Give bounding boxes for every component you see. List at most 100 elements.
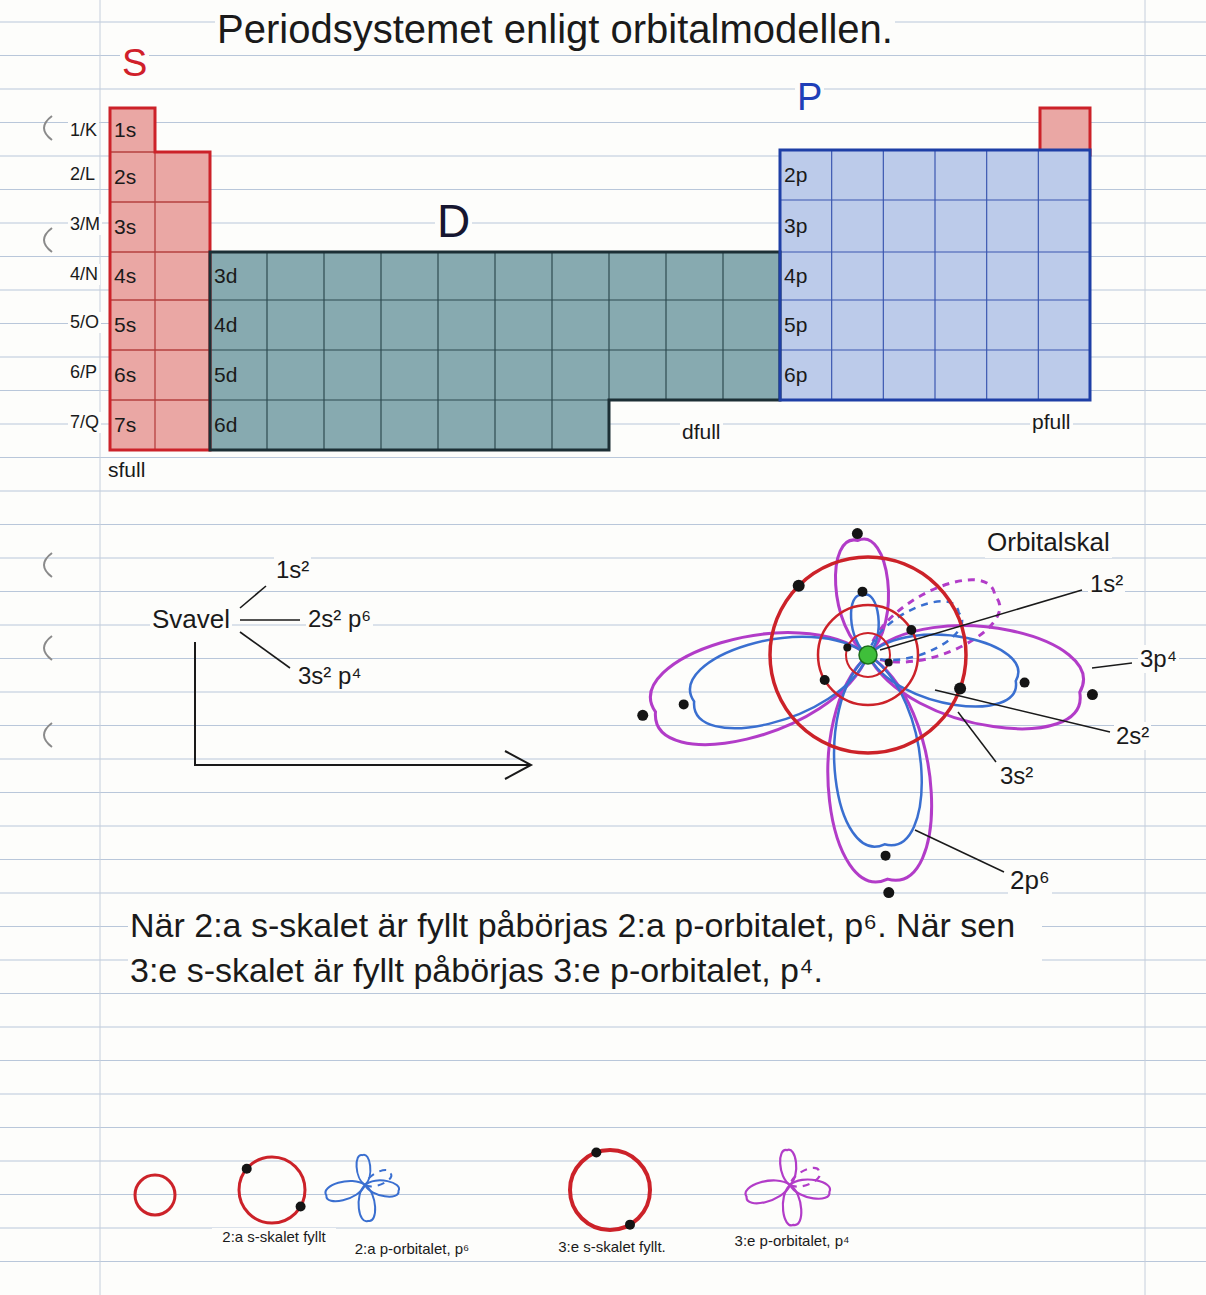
icon-caption: 2:a p-orbitalet, p⁶ (340, 1240, 484, 1257)
block-footer: sfull (106, 458, 147, 482)
ruled-line (0, 457, 1206, 458)
cell-label: 2p (784, 163, 807, 186)
electron-dot (625, 1220, 635, 1230)
icon-caption: 3:e s-skalet fyllt. (540, 1238, 684, 1255)
s-cell: 6s (110, 350, 155, 400)
grid-line (494, 252, 495, 450)
grid-line (986, 150, 987, 400)
grid-line (323, 252, 324, 450)
orbital-callout: 3p⁴ (1138, 645, 1179, 673)
p-block-fill (780, 150, 1090, 400)
cell-label: 6d (214, 413, 237, 436)
s-block-fill (110, 108, 210, 450)
orbital-callout: 2s² (1114, 722, 1151, 750)
ruled-line (0, 725, 1206, 726)
block-footer: dfull (680, 420, 723, 444)
periodic-table (110, 108, 1090, 450)
electron-dot (242, 1164, 252, 1174)
grid-line (1038, 150, 1039, 400)
grid-line (551, 252, 552, 450)
ruled-line (0, 122, 1206, 123)
step-icons (135, 1147, 830, 1230)
ruled-line (0, 491, 1206, 492)
leader-lines (880, 590, 1132, 872)
s-cell: 7s (110, 400, 155, 450)
d-cell: 6d (210, 400, 267, 450)
cell-label: 3s (114, 215, 136, 238)
grid-line (722, 252, 723, 400)
block-footer: pfull (1030, 410, 1073, 434)
ruled-line (0, 759, 1206, 760)
branch-line (240, 586, 266, 608)
p-orbital-lobe (690, 637, 868, 729)
ruled-line (0, 524, 1206, 525)
element-name: Svavel (150, 605, 232, 635)
orbital-callout: 2p⁶ (1008, 866, 1052, 896)
d-block-outline (210, 252, 780, 450)
branch-line (240, 619, 300, 621)
p-cell: 5p (780, 300, 832, 350)
s-shell-ring (135, 1175, 175, 1215)
electron-dot (1087, 689, 1098, 700)
s-cell: 2s (110, 152, 155, 202)
grid-line (110, 399, 210, 400)
punch-hole (44, 636, 52, 660)
d-cell: 5d (210, 350, 267, 400)
electron-dot (793, 580, 805, 592)
nucleus (859, 646, 877, 664)
ruled-line (0, 826, 1206, 827)
ruled-line (0, 1161, 1206, 1162)
orbital-callout: 3s² (998, 762, 1035, 790)
s-block: S1s2s3s4s5s6s7s (105, 40, 215, 455)
p-block: P2p3p4p5p6p (775, 72, 1095, 404)
s-shell-ring (846, 633, 890, 677)
ruled-line (0, 1194, 1206, 1195)
row-label: 2/L (68, 164, 97, 185)
s-shell-ring (770, 557, 966, 753)
ruled-line (0, 859, 1206, 860)
p-orbital-lobe (868, 626, 1083, 729)
helium-cell (1040, 108, 1090, 155)
ruled-line (0, 993, 1206, 994)
d-block: D3d4d5d6d (205, 185, 785, 455)
margin-line (100, 0, 101, 1295)
s-shell-ring (239, 1157, 305, 1223)
p-orbital-lobe (783, 1185, 801, 1225)
row-label: 6/P (68, 362, 99, 383)
d-block-fill (210, 252, 780, 450)
electron-dot (883, 887, 894, 898)
electron-dot (591, 1147, 601, 1157)
cell-label: 4d (214, 313, 237, 336)
p-orbital-lobe (365, 1180, 399, 1196)
row-label: 7/Q (68, 412, 101, 433)
grid-line (110, 201, 210, 202)
s-cell: 4s (110, 252, 155, 300)
ruled-line (0, 1027, 1206, 1028)
grid-line (110, 251, 210, 252)
cell-label: 7s (114, 413, 136, 436)
row-label: 5/O (68, 312, 101, 333)
p-cell: 6p (780, 350, 832, 400)
electron-dot (637, 710, 648, 721)
s-shell-ring (818, 605, 918, 705)
ruled-line (0, 89, 1206, 90)
leader-line (880, 590, 1082, 650)
grid-line (831, 150, 832, 400)
p-orbital-lobe (359, 1185, 376, 1221)
s-cell: 1s (110, 108, 155, 152)
grid-line (380, 252, 381, 450)
p-orbital-lobe (780, 1150, 796, 1185)
grid-line (934, 150, 935, 400)
cell-label: 6s (114, 363, 136, 386)
p-block-outline (780, 150, 1090, 400)
ruled-line (0, 1127, 1206, 1128)
ruled-line (0, 55, 1206, 56)
ruled-line (0, 591, 1206, 592)
punch-hole (44, 116, 52, 140)
electron-dot (296, 1202, 306, 1212)
electron-dot (906, 625, 916, 635)
orbital-callout: 1s² (1088, 570, 1125, 598)
